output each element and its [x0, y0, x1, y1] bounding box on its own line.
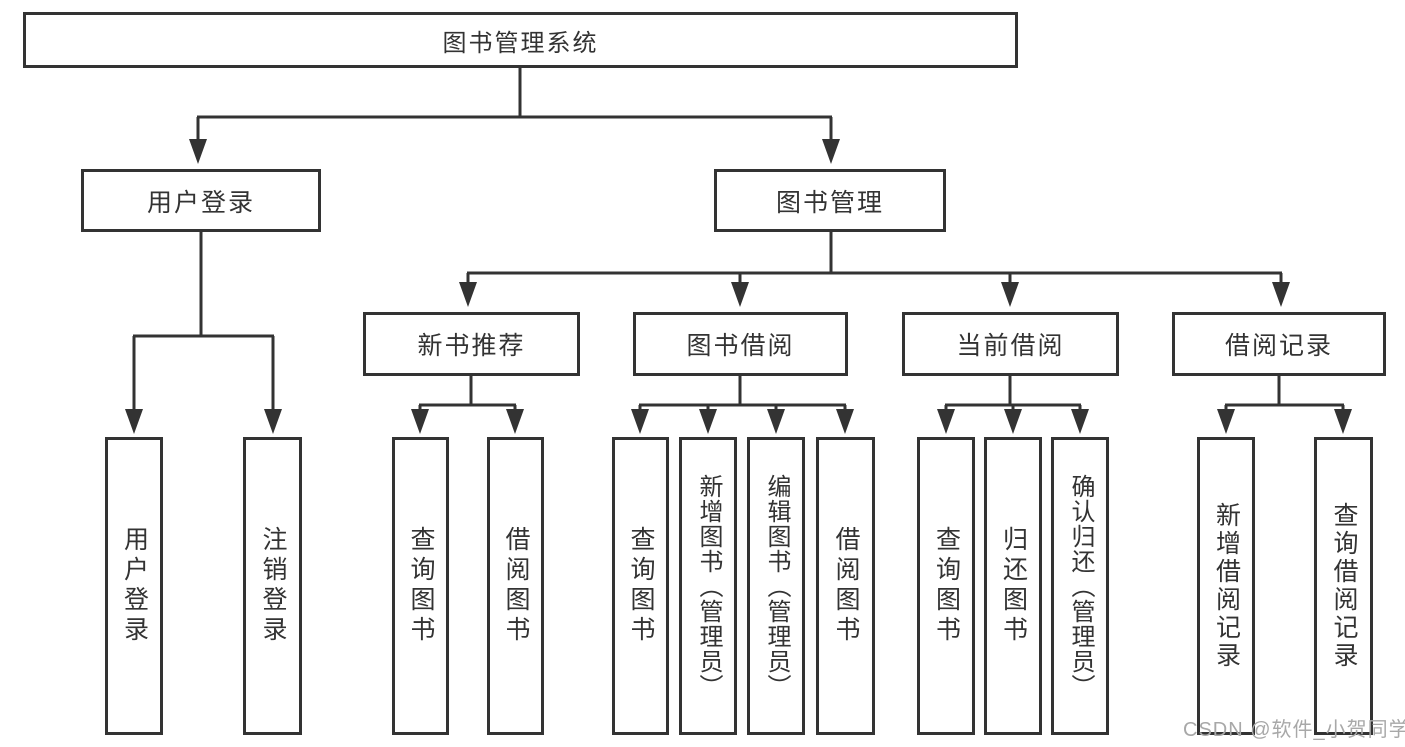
leaf-borrow-book: 借阅图书 [816, 437, 875, 735]
node-user-login: 用户登录 [81, 169, 321, 232]
leaf-add-book-admin: 新增图书（管理员） [679, 437, 737, 735]
leaf-query-book-borrow: 查询图书 [612, 437, 669, 735]
arrowheads [125, 139, 1352, 434]
node-book-borrow: 图书借阅 [633, 312, 848, 376]
leaf-confirm-return-admin: 确认归还（管理员） [1051, 437, 1109, 735]
node-library-management-system: 图书管理系统 [23, 12, 1018, 68]
leaf-borrow-book-recommend: 借阅图书 [487, 437, 544, 735]
node-new-book-recommend: 新书推荐 [363, 312, 580, 376]
leaf-query-book-recommend: 查询图书 [392, 437, 449, 735]
leaf-add-borrow-record: 新增借阅记录 [1197, 437, 1255, 735]
node-borrow-records: 借阅记录 [1172, 312, 1386, 376]
node-current-borrow: 当前借阅 [902, 312, 1119, 376]
leaf-query-borrow-record: 查询借阅记录 [1314, 437, 1373, 735]
leaf-logout: 注销登录 [243, 437, 302, 735]
leaf-user-login: 用户登录 [105, 437, 163, 735]
csdn-watermark: CSDN @软件_小贺同学 [1183, 719, 1405, 741]
node-book-management: 图书管理 [714, 169, 946, 232]
leaf-return-book: 归还图书 [984, 437, 1042, 735]
leaf-edit-book-admin: 编辑图书（管理员） [747, 437, 805, 735]
leaf-query-book-current: 查询图书 [917, 437, 975, 735]
